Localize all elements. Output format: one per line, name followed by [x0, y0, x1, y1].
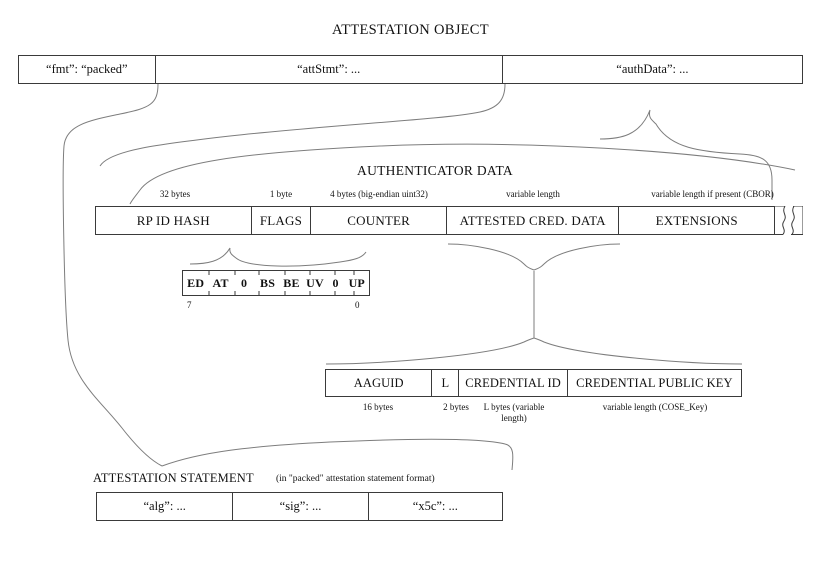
caption-aaguid-size: 16 bytes: [362, 402, 394, 412]
attested-credential-data-row: AAGUID L CREDENTIAL ID CREDENTIAL PUBLIC…: [325, 369, 742, 397]
field-x5c[interactable]: “x5c”: ...: [412, 499, 458, 513]
field-aaguid[interactable]: AAGUID: [326, 370, 433, 396]
field-flags[interactable]: FLAGS: [252, 207, 312, 234]
field-credential-id-length[interactable]: L: [432, 370, 460, 396]
authenticator-data-title: AUTHENTICATOR DATA: [357, 163, 513, 178]
flag-bit-rfu2[interactable]: 0: [240, 275, 248, 290]
caption-extensions-size: variable length if present (CBOR): [651, 189, 774, 199]
caption-credential-id-size: L bytes (variable length): [483, 402, 545, 423]
caption-credential-public-key-size: variable length (COSE_Key): [602, 402, 708, 412]
attestation-statement-note: (in "packed" attestation statement forma…: [276, 474, 435, 484]
caption-attested-cred-size: variable length: [506, 189, 560, 199]
flag-bit-uv[interactable]: UV: [306, 275, 324, 290]
field-fmt[interactable]: “fmt”: “packed”: [19, 56, 156, 83]
field-extensions[interactable]: EXTENSIONS: [655, 212, 738, 228]
flag-bit-ed[interactable]: ED: [187, 275, 205, 290]
flag-bit-rfu1[interactable]: 0: [332, 275, 339, 290]
attestation-object-row: “fmt”: “packed” “attStmt”: ... “authData…: [18, 55, 803, 84]
flags-low-bit-label: 0: [355, 300, 360, 310]
field-attstmt[interactable]: “attStmt”: ...: [156, 56, 503, 83]
field-counter[interactable]: COUNTER: [311, 207, 447, 234]
flag-bit-bs[interactable]: BS: [260, 275, 276, 290]
authenticator-data-row: RP ID HASH FLAGS COUNTER ATTESTED CRED. …: [95, 206, 775, 235]
field-credential-public-key[interactable]: CREDENTIAL PUBLIC KEY: [576, 375, 733, 390]
attestation-statement-row: “alg”: ... “sig”: ... “x5c”: ...: [96, 492, 503, 521]
field-credential-id[interactable]: CREDENTIAL ID: [459, 370, 568, 396]
caption-flags-size: 1 byte: [269, 189, 293, 199]
caption-rp-id-hash-size: 32 bytes: [159, 189, 191, 199]
field-sig[interactable]: “sig”: ...: [233, 493, 369, 520]
flags-bit-ticks: [208, 270, 355, 296]
flags-byte-row: ED AT 0 BS BE UV 0 UP: [182, 270, 370, 296]
flag-bit-at[interactable]: AT: [212, 275, 229, 290]
truncation-break-icon: [775, 206, 803, 235]
attestation-statement-title: ATTESTATION STATEMENT: [93, 471, 254, 485]
page-title: ATTESTATION OBJECT: [332, 22, 489, 38]
flags-high-bit-label: 7: [187, 300, 192, 310]
field-authdata[interactable]: “authData”: ...: [616, 62, 689, 76]
flag-bit-up[interactable]: UP: [348, 275, 365, 290]
caption-l-size: 2 bytes: [443, 402, 469, 412]
flag-bit-be[interactable]: BE: [283, 275, 300, 290]
field-alg[interactable]: “alg”: ...: [97, 493, 234, 520]
field-rp-id-hash[interactable]: RP ID HASH: [96, 207, 252, 234]
field-attested-cred-data[interactable]: ATTESTED CRED. DATA: [447, 207, 620, 234]
caption-counter-size: 4 bytes (big-endian uint32): [330, 189, 428, 199]
